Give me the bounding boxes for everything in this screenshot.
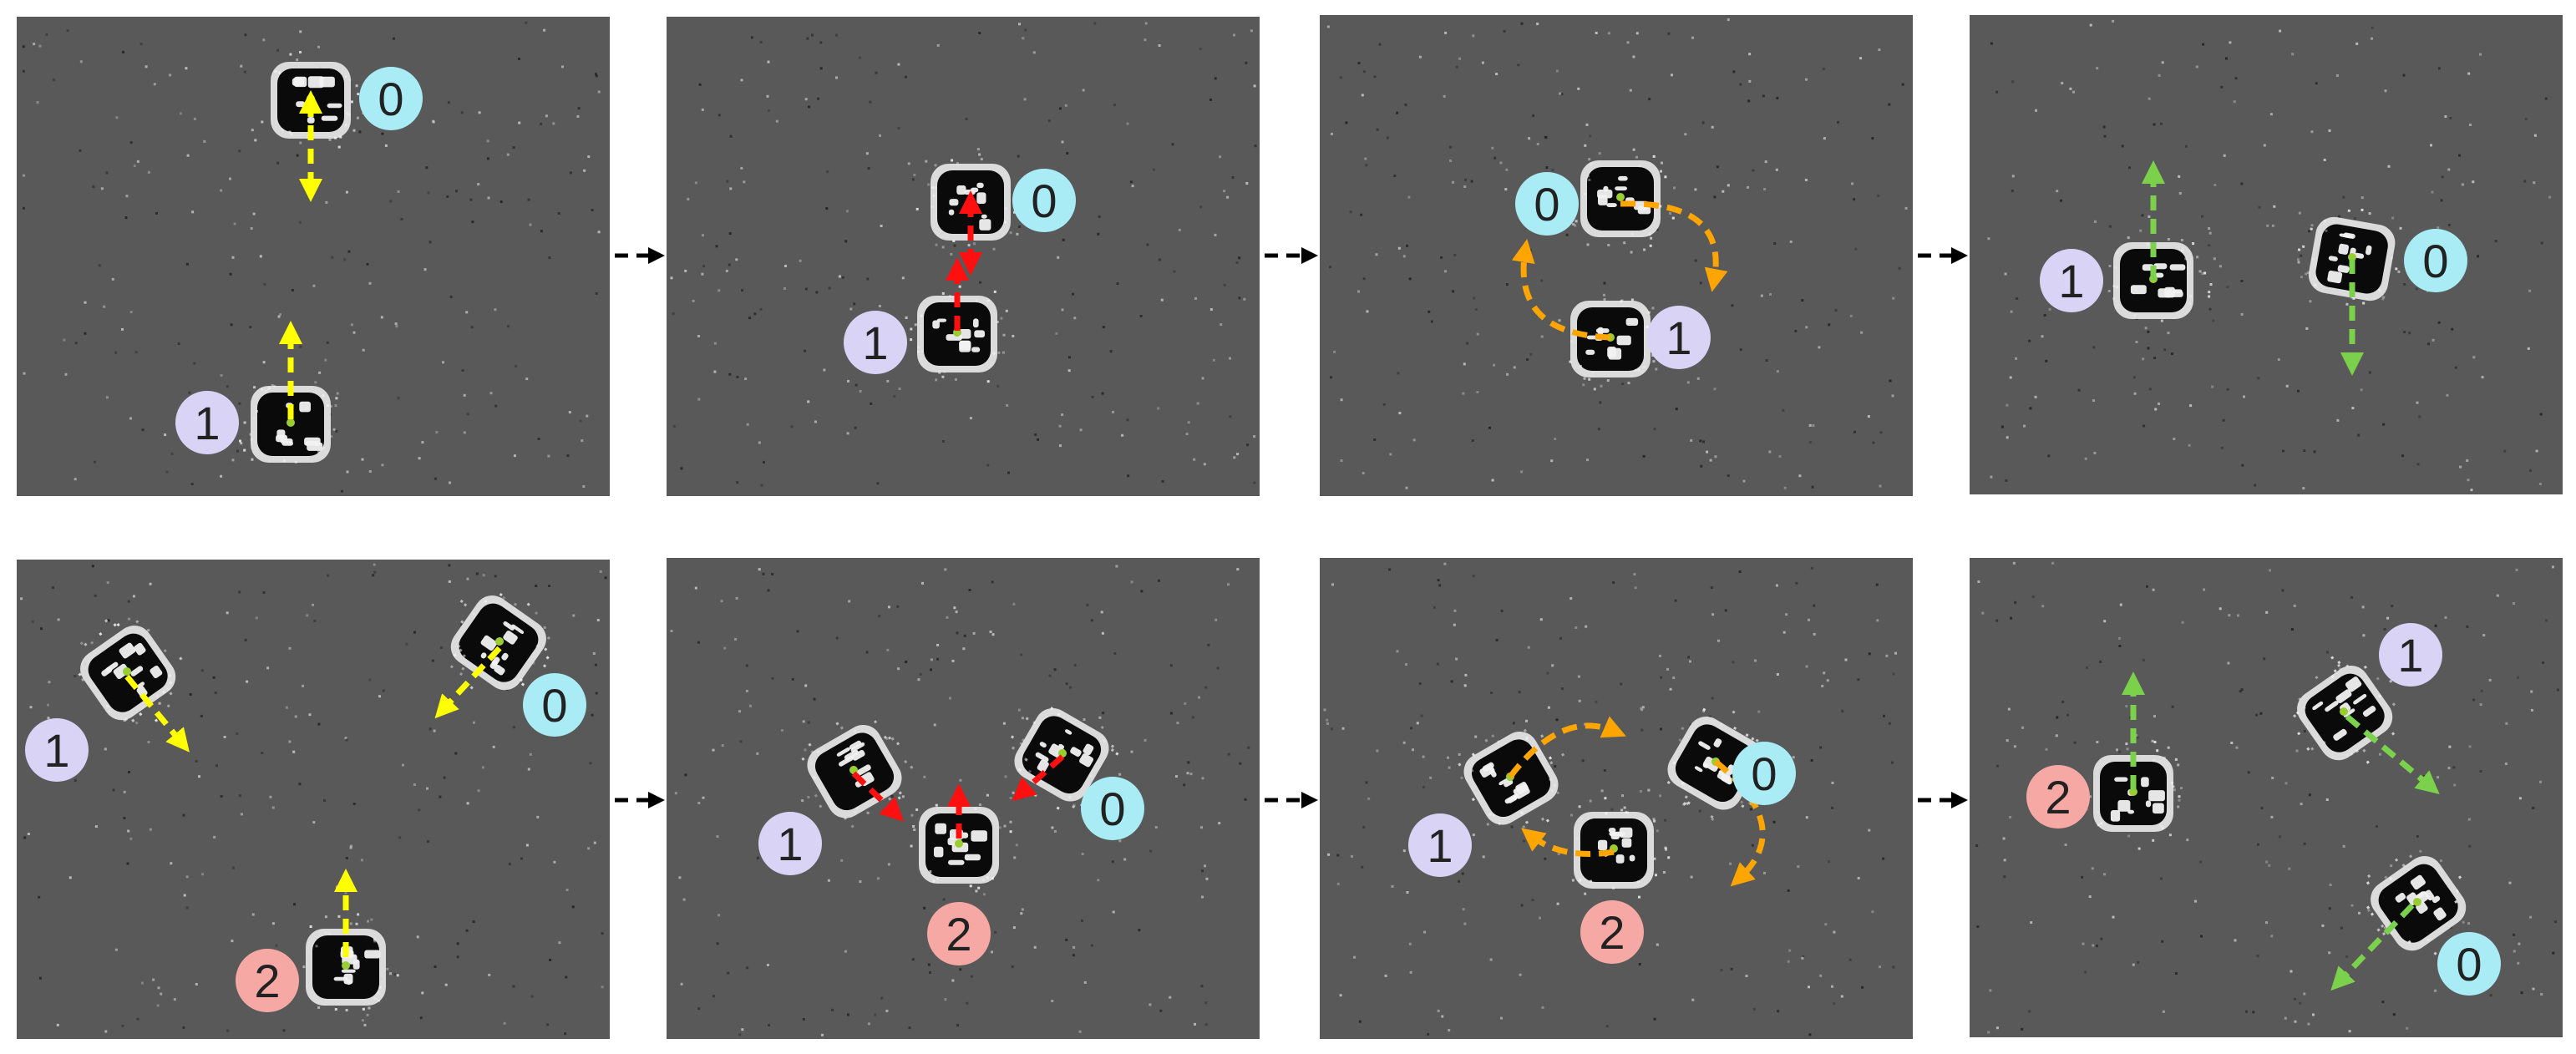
frame-r1-c1: 01 xyxy=(17,17,610,496)
robot-id-label: 1 xyxy=(1666,312,1691,364)
badge-circle xyxy=(359,67,423,130)
badge-circle xyxy=(25,718,89,782)
robot-id-badge-0: 0 xyxy=(2404,229,2467,292)
robot-id-label: 0 xyxy=(2422,235,2448,287)
robot-id-label: 1 xyxy=(1427,819,1453,872)
badge-circle xyxy=(2404,229,2467,292)
badge-circle xyxy=(236,949,299,1012)
event-camera-frame xyxy=(1320,558,1913,1039)
robot-blob xyxy=(78,617,183,725)
robot-id-label: 1 xyxy=(43,724,69,777)
robot-id-badge-1: 1 xyxy=(1408,813,1472,877)
event-camera-frame xyxy=(667,558,1260,1039)
approach-motion-arrow xyxy=(434,646,502,719)
robot-id-badge-2: 2 xyxy=(927,902,991,965)
robot-id-label: 0 xyxy=(1031,175,1057,227)
event-camera-frame xyxy=(667,17,1260,496)
robot-id-badge-0: 0 xyxy=(1732,742,1796,805)
badge-circle xyxy=(1012,169,1076,232)
robot-blob xyxy=(1572,148,1676,254)
badge-circle xyxy=(2026,765,2090,829)
sensor-noise xyxy=(670,565,1250,1036)
depart-motion-arrow xyxy=(2330,903,2415,991)
robot-id-label: 0 xyxy=(1099,783,1125,835)
frame-r2-c4: 2 1 0 xyxy=(1970,558,2563,1037)
robot-id-badge-2: 2 xyxy=(1580,900,1644,964)
robot-id-badge-1: 1 xyxy=(2379,623,2442,687)
badge-circle xyxy=(523,673,586,737)
badge-circle xyxy=(2379,623,2442,687)
badge-circle xyxy=(2040,249,2103,312)
robot-id-label: 1 xyxy=(777,818,803,870)
robot-blob xyxy=(2081,739,2183,850)
orbit-motion-arrow xyxy=(1620,200,1728,292)
badge-circle xyxy=(927,902,991,965)
robot-blob xyxy=(292,913,399,1022)
frame-r2-c2: 1 0 2 xyxy=(667,558,1260,1039)
robot-blob xyxy=(239,367,339,464)
robot-id-label: 0 xyxy=(2456,938,2482,991)
robot-id-label: 0 xyxy=(378,73,403,125)
frame-r2-c3: 1 0 2 xyxy=(1320,558,1913,1039)
approach-motion-arrow xyxy=(124,674,190,752)
robot-id-badge-0: 0 xyxy=(1081,777,1144,840)
robot-id-label: 0 xyxy=(1534,178,1559,231)
robot-id-badge-2: 2 xyxy=(2026,765,2090,829)
contact-motion-arrow xyxy=(851,771,905,822)
robot-id-label: 2 xyxy=(2045,771,2071,823)
robot-id-label: 2 xyxy=(1599,906,1625,959)
robot-id-label: 1 xyxy=(2058,255,2084,307)
sensor-noise xyxy=(670,22,1257,487)
robot-id-label: 0 xyxy=(1751,747,1777,800)
robot-id-badge-1: 1 xyxy=(758,812,822,875)
robot-blob xyxy=(449,592,550,691)
orbit-motion-arrow xyxy=(1713,759,1766,887)
robot-id-label: 1 xyxy=(194,397,220,449)
robot-blob xyxy=(1558,293,1658,391)
robot-id-label: 1 xyxy=(862,317,888,369)
robot-id-badge-0: 0 xyxy=(1012,169,1076,232)
frame-r1-c2: 01 xyxy=(667,17,1260,496)
robot-id-badge-2: 2 xyxy=(236,949,299,1012)
sensor-noise xyxy=(20,563,607,1036)
badge-circle xyxy=(844,311,907,374)
robot-id-badge-1: 1 xyxy=(25,718,89,782)
robot-id-label: 2 xyxy=(254,955,280,1007)
orbit-motion-arrow xyxy=(1521,828,1615,857)
robot-blob xyxy=(2296,208,2410,307)
sensor-noise xyxy=(1975,561,2559,1034)
frame-r2-c1: 1 0 2 xyxy=(17,560,610,1039)
robot-id-badge-1: 1 xyxy=(1647,306,1711,369)
robot-id-badge-1: 1 xyxy=(844,311,907,374)
robot-id-badge-0: 0 xyxy=(2437,932,2501,996)
badge-circle xyxy=(758,812,822,875)
contact-motion-arrow xyxy=(1012,754,1065,802)
robot-blob xyxy=(910,793,1018,896)
badge-circle xyxy=(1515,172,1579,236)
badge-circle xyxy=(175,391,239,454)
robot-id-label: 1 xyxy=(2397,629,2423,682)
badge-circle xyxy=(1732,742,1796,805)
badge-circle xyxy=(1647,306,1711,369)
badge-circle xyxy=(1580,900,1644,964)
robot-id-label: 2 xyxy=(946,908,971,960)
robot-id-badge-0: 0 xyxy=(523,673,586,737)
badge-circle xyxy=(1081,777,1144,840)
robot-blob xyxy=(905,285,1008,383)
robot-id-badge-1: 1 xyxy=(2040,249,2103,312)
badge-circle xyxy=(1408,813,1472,877)
orbit-motion-arrow xyxy=(1511,239,1611,341)
robot-id-label: 0 xyxy=(541,679,567,732)
event-camera-frame xyxy=(1320,15,1913,496)
robot-id-badge-1: 1 xyxy=(175,391,239,454)
frame-r1-c3: 01 xyxy=(1320,15,1913,496)
badge-circle xyxy=(2437,932,2501,996)
depart-motion-arrow xyxy=(2345,714,2440,795)
robot-blob xyxy=(1557,794,1671,899)
robot-id-badge-0: 0 xyxy=(1515,172,1579,236)
robot-id-badge-0: 0 xyxy=(359,67,423,130)
